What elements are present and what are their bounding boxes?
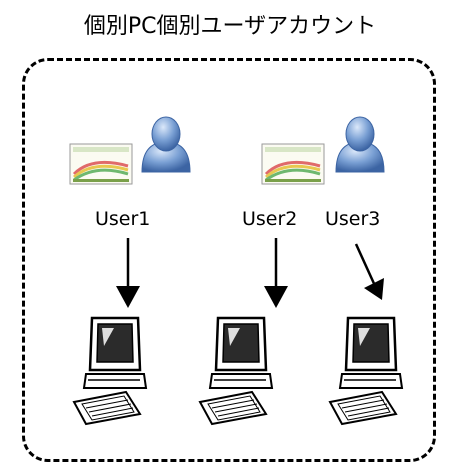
certificate-icon [68,142,134,186]
arrow-user2 [264,238,288,308]
user-label-3: User3 [325,208,381,230]
person-icon [335,116,385,173]
dashed-boundary [22,58,436,462]
diagram-title: 個別PC個別ユーザアカウント [83,14,377,39]
computer-icon [198,316,274,426]
arrow-user3 [354,243,384,300]
user-label-1: User1 [95,208,151,230]
person-icon [141,116,191,173]
user-label-2: User2 [242,208,298,230]
arrow-user1 [116,238,140,308]
computer-icon [72,316,148,426]
computer-icon [328,316,404,426]
certificate-icon [260,142,326,186]
